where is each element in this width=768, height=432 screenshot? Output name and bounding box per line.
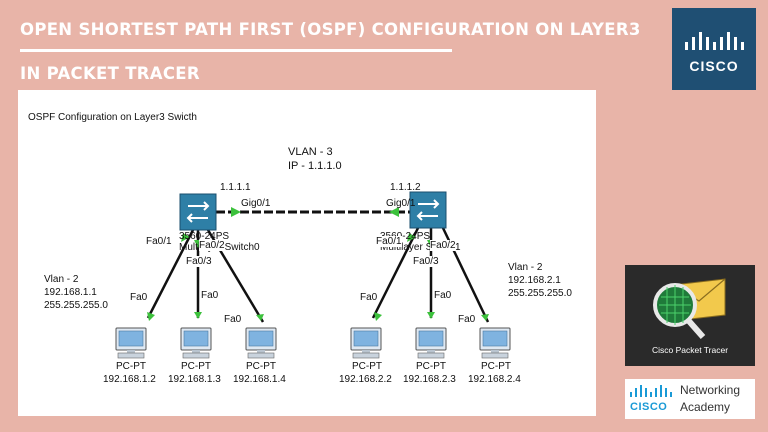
pc-icon-2[interactable] [180,327,212,359]
na-cisco-wordmark: CISCO [630,401,668,413]
multilayer-switch-0[interactable] [179,193,217,231]
networking-academy-logo: CISCO Networking Academy [625,379,755,419]
pc4-type: PC-PT [352,361,382,372]
vlan2-right-label: Vlan - 2 [508,262,543,273]
switch1-name: 3560-24PS [380,231,431,242]
pc2-port: Fa0 [201,290,219,301]
pc6-ip: 192.168.2.4 [468,374,521,385]
title-underline [20,49,452,52]
packet-tracer-caption: Cisco Packet Tracer [651,345,729,355]
switch1-port-fa01: Fa0/1 [376,236,402,247]
pc1-port: Fa0 [130,292,148,303]
link-sw1-pc3 [371,227,420,319]
switch1-subname: Multilayer Switch1 [380,242,461,253]
vlan2-left-label: Vlan - 2 [44,274,79,285]
page-title: OPEN SHORTEST PATH FIRST (OSPF) CONFIGUR… [20,20,641,39]
na-academy-text: Academy [680,400,731,414]
link-sw0-pc0 [146,229,195,319]
pc-icon-3[interactable] [245,327,277,359]
network-diagram: OSPF Configuration on Layer3 Swicth VLAN… [18,90,596,416]
switch0-ip: 1.1.1.1 [220,182,251,193]
switch0-port-fa01: Fa0/1 [146,236,172,247]
pc1-type: PC-PT [116,361,146,372]
pc6-port: Fa0 [458,314,476,325]
vlan3-ip: IP - 1.1.1.0 [288,160,342,172]
switch1-port-fa02: Fa0/2 [430,240,456,251]
pc5-ip: 192.168.2.3 [403,374,456,385]
pc-icon-6[interactable] [479,327,511,359]
pc6-type: PC-PT [481,361,511,372]
pc4-port: Fa0 [360,292,378,303]
pc3-port: Fa0 [224,314,242,325]
vlan2-right-ip: 192.168.2.1 [508,275,561,286]
switch0-port-fa02: Fa0/2 [199,240,225,251]
vlan2-right-mask: 255.255.255.0 [508,288,572,299]
diagram-heading: OSPF Configuration on Layer3 Swicth [28,112,197,123]
pc1-ip: 192.168.1.2 [103,374,156,385]
cisco-bars-icon [685,32,744,50]
pc3-ip: 192.168.1.4 [233,374,286,385]
switch1-gig-port: Gig0/1 [386,198,416,209]
packet-tracer-envelope-icon [653,278,726,339]
switch0-name: 3560-24PS [179,231,230,242]
pc-icon-5[interactable] [415,327,447,359]
vlan2-left-ip: 192.168.1.1 [44,287,97,298]
vlan2-left-mask: 255.255.255.0 [44,300,108,311]
switch1-ip: 1.1.1.2 [390,182,421,193]
pc5-port: Fa0 [434,290,452,301]
switch0-gig-port: Gig0/1 [241,198,271,209]
page-subtitle: IN PACKET TRACER [20,64,200,83]
cisco-wordmark: CISCO [689,58,739,74]
cisco-logo: CISCO [672,8,756,90]
pc-icon-4[interactable] [350,327,382,359]
vlan3-label: VLAN - 3 [288,146,333,158]
na-cisco-bars-icon [630,385,672,397]
switch0-port-fa03: Fa0/3 [186,256,212,267]
pc5-type: PC-PT [416,361,446,372]
na-networking-text: Networking [680,383,741,397]
pc2-ip: 192.168.1.3 [168,374,221,385]
pc3-type: PC-PT [246,361,276,372]
switch1-port-fa03: Fa0/3 [413,256,439,267]
pc4-ip: 192.168.2.2 [339,374,392,385]
pc-icon-1[interactable] [115,327,147,359]
pc2-type: PC-PT [181,361,211,372]
packet-tracer-logo: Cisco Packet Tracer [625,265,755,366]
